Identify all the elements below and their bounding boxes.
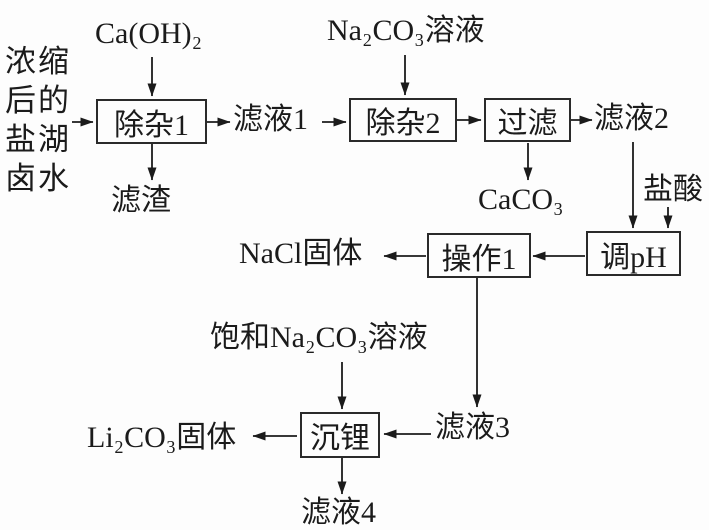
stream-filter-residue-label: 滤渣	[111, 184, 171, 217]
process-precipitate-lithium-label: 沉锂	[310, 422, 370, 455]
stream-filtrate-1-label: 滤液1	[233, 103, 308, 136]
reagent-caoh2-label: Ca(OH)₂	[95, 17, 203, 50]
process-adjust-ph-box: 调pH	[586, 231, 681, 276]
process-filter-label: 过滤	[497, 107, 558, 140]
stream-li2co3-solid-label: Li₂CO₃固体	[87, 421, 237, 454]
source-brine-line: 卤水	[5, 161, 71, 196]
reagent-saturated-na2co3-label: 饱和Na₂CO₃溶液	[210, 321, 428, 354]
process-precipitate-lithium-box: 沉锂	[300, 412, 380, 458]
source-brine-line: 后的	[5, 83, 71, 118]
process-remove-impurity-2-label: 除杂2	[365, 107, 441, 140]
process-operation-1-box: 操作1	[427, 233, 531, 278]
stream-nacl-solid-label: NaCl固体	[239, 237, 363, 270]
source-brine-line: 浓缩	[5, 44, 71, 79]
process-operation-1-label: 操作1	[441, 242, 517, 276]
reagent-na2co3-solution-label: Na₂CO₃溶液	[327, 14, 485, 47]
reagent-hydrochloric-acid-label: 盐酸	[643, 173, 703, 206]
source-brine-line: 盐湖	[5, 122, 71, 157]
process-adjust-ph-label: 调pH	[600, 240, 667, 274]
source-brine-label: 浓缩 后的 盐湖 卤水	[2, 42, 74, 198]
stream-caco3-label: CaCO₃	[478, 183, 564, 216]
process-remove-impurity-2-box: 除杂2	[349, 98, 457, 142]
process-remove-impurity-1-box: 除杂1	[96, 99, 207, 144]
process-filter-box: 过滤	[484, 98, 571, 142]
process-remove-impurity-1-label: 除杂1	[114, 108, 189, 142]
stream-filtrate-4-label: 滤液4	[301, 496, 376, 529]
stream-filtrate-3-label: 滤液3	[435, 411, 510, 444]
stream-filtrate-2-label: 滤液2	[594, 102, 669, 135]
